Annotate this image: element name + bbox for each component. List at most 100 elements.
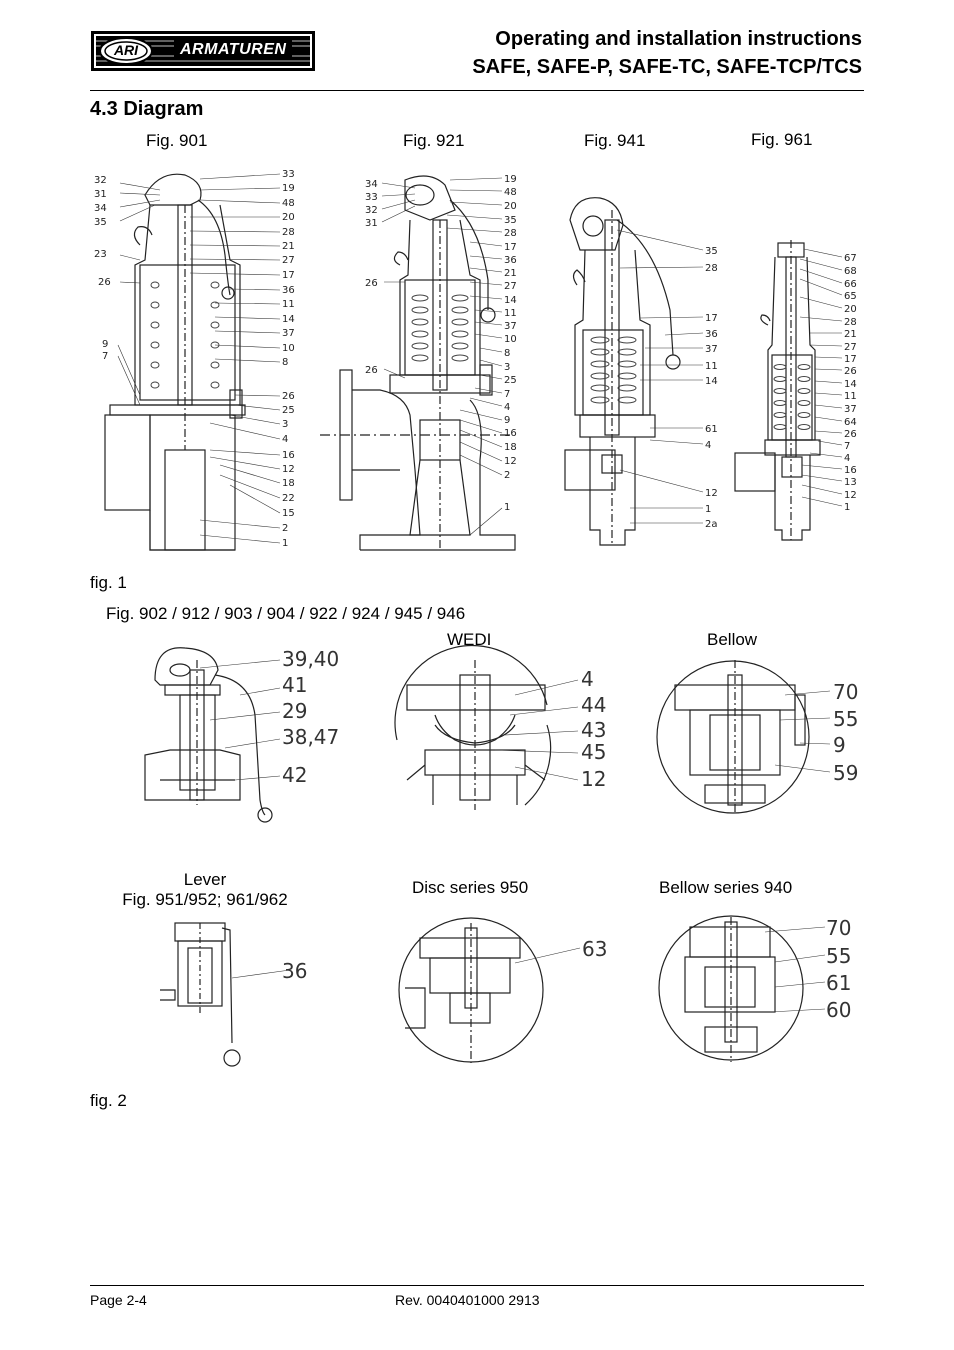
fig901-callout: 18	[282, 478, 295, 489]
fig921-callout: 34	[365, 179, 378, 190]
fig1-label: fig. 1	[90, 573, 127, 592]
fig961-callout: 26	[844, 429, 857, 440]
bellow940-callout: 70	[826, 916, 851, 940]
fig921-callout: 37	[504, 321, 517, 332]
fig941-callout: 14	[705, 376, 718, 387]
fig961-callout: 4	[844, 453, 850, 464]
fig961-callout: 21	[844, 329, 857, 340]
caption-bellow: Bellow	[707, 630, 758, 649]
fig921-callout: 48	[504, 187, 517, 198]
ari-logo: ARI ARMATUREN	[90, 30, 316, 72]
caption-disc-950: Disc series 950	[412, 878, 529, 897]
wedi-callout: 45	[581, 740, 606, 764]
fig901-callout: 25	[282, 405, 295, 416]
fig961-callout: 7	[844, 441, 850, 452]
caption-bellow-940: Bellow series 940	[659, 878, 793, 897]
logo-armaturen-text: ARMATUREN	[174, 40, 293, 60]
fig901-callout: 12	[282, 464, 295, 475]
bellow-callout: 59	[833, 761, 858, 785]
fig961-callout: 66	[844, 279, 857, 290]
fig921-right-callouts: 19 48 20 35 28 17 36 21 27 14 11 37 10 8…	[504, 174, 517, 513]
bellow940-callout: 61	[826, 971, 851, 995]
fig941-callout: 11	[705, 361, 718, 372]
lever-detail-callouts: 39,40 41 29 38,47 42	[282, 647, 339, 787]
caption-lever: Lever Fig. 951/952; 961/962	[112, 870, 298, 910]
fig961-callout: 20	[844, 304, 857, 315]
fig901-callout: 21	[282, 241, 295, 252]
fig901-callout: 26	[98, 277, 111, 288]
fig921-callout: 21	[504, 268, 517, 279]
fig961-callout: 12	[844, 490, 857, 501]
fig941-callout: 4	[705, 440, 711, 451]
fig901-callout: 20	[282, 212, 295, 223]
wedi-callout: 44	[581, 693, 606, 717]
fig921-callout: 35	[504, 215, 517, 226]
doc-title-line2: SAFE, SAFE-P, SAFE-TC, SAFE-TCP/TCS	[472, 56, 862, 78]
section-title: 4.3 Diagram	[90, 98, 204, 120]
fig901-callout: 35	[94, 217, 107, 228]
disc-callouts: 63	[582, 937, 607, 961]
fig961-callout: 17	[844, 354, 857, 365]
fig901-callout: 11	[282, 299, 295, 310]
drawing-fig-921: 34 33 32 31 26 26 19 48 20 35 28 17 36 2…	[320, 174, 517, 551]
fig901-callout: 22	[282, 493, 295, 504]
fig901-spring	[150, 281, 220, 389]
fig921-callout: 32	[365, 205, 378, 216]
lever951-callout: 36	[282, 959, 307, 983]
fig921-callout: 20	[504, 201, 517, 212]
fig961-callout: 64	[844, 417, 857, 428]
doc-title: Operating and installation instructions …	[472, 25, 862, 81]
fig901-callout: 34	[94, 203, 107, 214]
fig921-callout: 2	[504, 470, 510, 481]
fig921-callout: 10	[504, 334, 517, 345]
fig941-callout: 61	[705, 424, 718, 435]
bellow940-callouts: 70 55 61 60	[826, 916, 851, 1022]
fig961-callout: 28	[844, 317, 857, 328]
wedi-callout: 43	[581, 718, 606, 742]
fig901-callout: 37	[282, 328, 295, 339]
caption-fig-941: Fig. 941	[584, 131, 646, 150]
drawing-fig-961: 67 68 66 65 20 28 21 27 17 26 14 11 37 6…	[734, 240, 857, 541]
caption-lever-line2: Fig. 951/952; 961/962	[122, 890, 288, 909]
fig901-callout: 8	[282, 357, 288, 368]
fig901-callout: 17	[282, 270, 295, 281]
fig901-callout: 23	[94, 249, 107, 260]
fig921-callout: 26	[365, 278, 378, 289]
fig921-callout: 11	[504, 308, 517, 319]
wedi-callouts: 4 44 43 45 12	[581, 667, 606, 791]
fig901-callout: 27	[282, 255, 295, 266]
fig961-right-callouts: 67 68 66 65 20 28 21 27 17 26 14 11 37 6…	[844, 253, 857, 513]
fig901-callout: 10	[282, 343, 295, 354]
fig941-callout: 28	[705, 263, 718, 274]
doc-title-line1: Operating and installation instructions	[495, 28, 862, 50]
fig921-callout: 8	[504, 348, 510, 359]
fig961-callout: 11	[844, 391, 857, 402]
page-number: Page 2-4	[90, 1292, 147, 1308]
caption-fig-901: Fig. 901	[146, 131, 208, 150]
fig961-callout: 13	[844, 477, 857, 488]
fig901-callout: 28	[282, 227, 295, 238]
wedi-callout: 12	[581, 767, 606, 791]
revision: Rev. 0040401000 2913	[395, 1292, 540, 1308]
fig921-callout: 27	[504, 281, 517, 292]
bellow-callout: 55	[833, 707, 858, 731]
fig921-callout: 18	[504, 442, 517, 453]
fig921-callout: 12	[504, 456, 517, 467]
fig921-callout: 26	[365, 365, 378, 376]
fig901-callout: 15	[282, 508, 295, 519]
caption-fig2-row1: Fig. 902 / 912 / 903 / 904 / 922 / 924 /…	[106, 604, 466, 623]
fig961-callout: 67	[844, 253, 857, 264]
fig921-callout: 19	[504, 174, 517, 185]
fig961-callout: 68	[844, 266, 857, 277]
fig901-callout: 19	[282, 183, 295, 194]
fig961-callout: 27	[844, 342, 857, 353]
fig921-callout: 4	[504, 402, 510, 413]
fig921-callout: 3	[504, 362, 510, 373]
fig921-callout: 17	[504, 242, 517, 253]
fig921-callout: 31	[365, 218, 378, 229]
fig901-right-callouts: 33 19 48 20 28 21 27 17 36 11 14 37 10 8…	[282, 169, 295, 549]
disc-callout: 63	[582, 937, 607, 961]
fig921-callout: 28	[504, 228, 517, 239]
logo-ari-text: ARI	[113, 42, 139, 58]
fig941-callout: 1	[705, 504, 711, 515]
